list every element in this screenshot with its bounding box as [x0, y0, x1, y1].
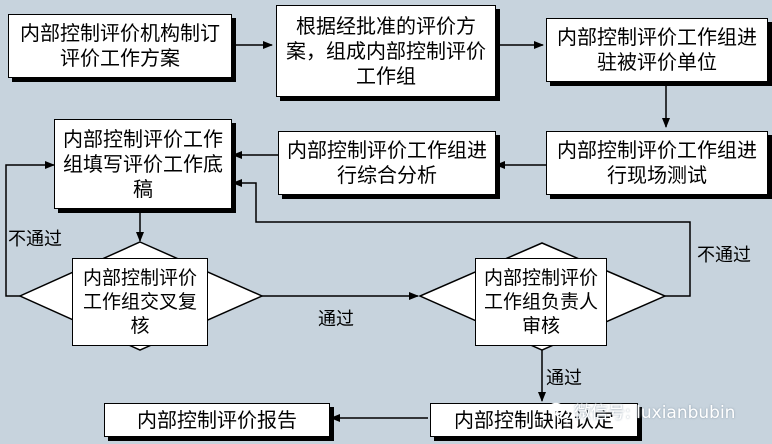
wechat-icon — [548, 402, 570, 419]
wechat-watermark: 微信号: luxianbubin — [548, 398, 735, 423]
form-group-text: 根据经批准的评价方案，组成内部控制评价工作组 — [286, 13, 486, 88]
establish-plan-box: 内部控制评价机构制订评价工作方案 — [8, 14, 232, 78]
enter-unit-box: 内部控制评价工作组进驻被评价单位 — [546, 18, 768, 82]
arrow-crossreview-fail — [5, 161, 55, 297]
arrow-leader-fail — [232, 179, 691, 297]
evaluation-report-box: 内部控制评价报告 — [104, 403, 330, 437]
fill-draft-text: 内部控制评价工作组填写评价工作底稿 — [63, 126, 223, 201]
comprehensive-analysis-text: 内部控制评价工作组进行综合分析 — [287, 138, 487, 187]
cross-review-text: 内部控制评价工作组交叉复核 — [82, 267, 197, 337]
onsite-test-box: 内部控制评价工作组进行现场测试 — [546, 131, 768, 195]
comprehensive-analysis-box: 内部控制评价工作组进行综合分析 — [278, 131, 496, 195]
form-group-box: 根据经批准的评价方案，组成内部控制评价工作组 — [276, 5, 496, 97]
pass-down-label: 通过 — [546, 368, 582, 389]
fail-right-label: 不通过 — [697, 245, 751, 266]
cross-review-label: 内部控制评价工作组交叉复核 — [72, 258, 208, 346]
fill-draft-box: 内部控制评价工作组填写评价工作底稿 — [54, 119, 232, 209]
enter-unit-text: 内部控制评价工作组进驻被评价单位 — [557, 25, 757, 74]
establish-plan-text: 内部控制评价机构制订评价工作方案 — [20, 21, 220, 70]
leader-review-label: 内部控制评价工作组负责人审核 — [475, 258, 607, 346]
evaluation-report-text: 内部控制评价报告 — [137, 407, 297, 432]
onsite-test-text: 内部控制评价工作组进行现场测试 — [557, 138, 757, 187]
defect-determination-text: 内部控制缺陷认定 — [454, 407, 614, 432]
pass-middle-label: 通过 — [318, 309, 354, 330]
leader-review-text: 内部控制评价工作组负责人审核 — [483, 267, 598, 337]
defect-determination-box: 内部控制缺陷认定 — [430, 403, 638, 437]
watermark-text: 微信号: luxianbubin — [574, 403, 736, 423]
fail-left-label: 不通过 — [8, 229, 62, 250]
